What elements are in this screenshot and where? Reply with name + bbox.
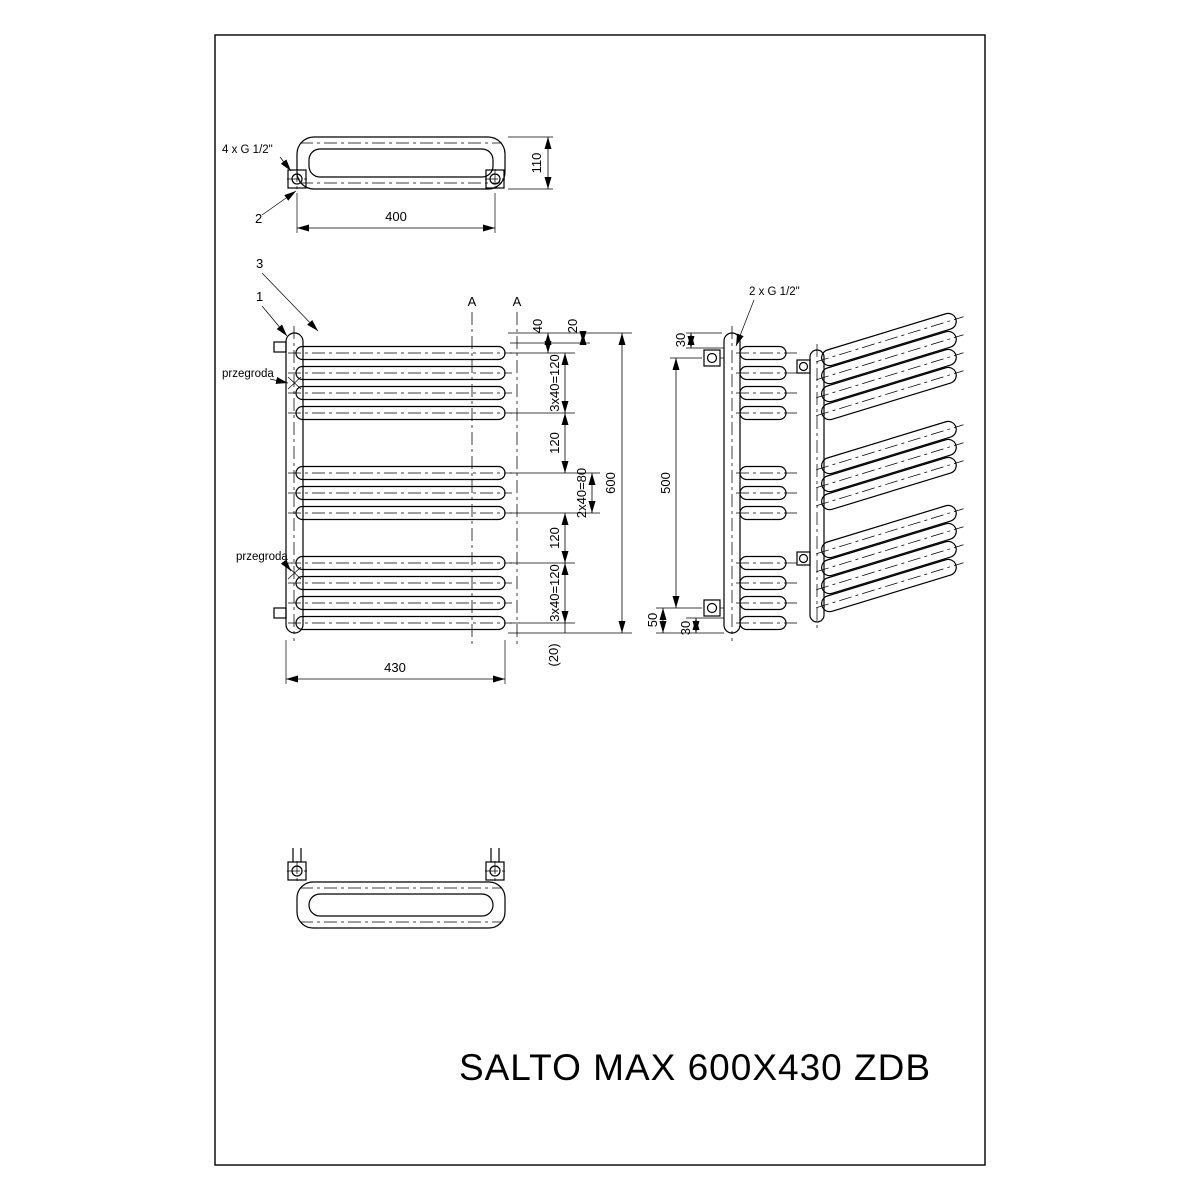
dim-40: 40 xyxy=(530,319,545,333)
dim-400: 400 xyxy=(385,209,407,224)
connection-stub xyxy=(273,341,287,353)
bracket-hole xyxy=(706,602,718,614)
iso-tube-row xyxy=(816,438,964,493)
sheet-border xyxy=(214,34,986,1166)
towel-bar-inner xyxy=(308,148,494,178)
towel-bar-outer xyxy=(296,136,506,190)
top-view: 400 110 4 x G 1/2" 2 xyxy=(222,136,553,233)
dim-30-top: 30 xyxy=(673,333,688,347)
centerline xyxy=(816,316,964,363)
dim-3x40-bottom: 3x40=120 xyxy=(547,564,562,621)
bracket-hole xyxy=(798,553,809,564)
dim-3x40-top: 3x40=120 xyxy=(547,354,562,411)
centerline xyxy=(816,424,964,471)
partition-mark xyxy=(287,376,302,390)
iso-tube-row xyxy=(816,456,964,511)
partition-label: przegroda xyxy=(236,551,288,563)
bracket xyxy=(796,551,811,566)
bracket xyxy=(703,349,721,367)
partition-mark xyxy=(287,566,302,580)
connection-stub xyxy=(273,607,287,619)
iso-tube-row xyxy=(816,420,964,475)
dim-20: 20 xyxy=(565,319,580,333)
iso-tube-row xyxy=(816,504,964,559)
centerline xyxy=(816,544,964,591)
centerline xyxy=(816,508,964,555)
dim-30-bottom: 30 xyxy=(678,621,693,635)
iso-tube-row xyxy=(816,366,964,421)
towel-bar-outer xyxy=(296,881,506,929)
part-number-3: 3 xyxy=(256,256,263,271)
bracket xyxy=(796,359,811,374)
leader-line xyxy=(261,305,288,337)
leader-line xyxy=(735,299,755,347)
leader-line xyxy=(280,559,292,572)
towel-bar-inner xyxy=(308,893,494,917)
centerline xyxy=(816,334,964,381)
leader-line xyxy=(269,376,289,384)
side-view: 2 x G 1/2" 30 500 50 30 xyxy=(645,286,800,641)
front-view: A A 3 1 przegroda przegroda 40 20 3x40=1… xyxy=(222,256,632,684)
isometric-view xyxy=(796,312,964,628)
drawing-title: SALTO MAX 600X430 ZDB xyxy=(459,1047,931,1088)
dim-500: 500 xyxy=(658,472,673,494)
bracket-hole xyxy=(706,352,718,364)
partition-label: przegroda xyxy=(222,368,274,380)
collector xyxy=(285,332,304,634)
dim-430: 430 xyxy=(384,660,406,675)
section-mark-a: A xyxy=(513,294,522,309)
centerline xyxy=(816,562,964,609)
centerline xyxy=(816,526,964,573)
centerline xyxy=(816,460,964,507)
part-number-1: 1 xyxy=(256,289,263,304)
dim-120-upper: 120 xyxy=(547,432,562,454)
centerline xyxy=(816,352,964,399)
connection-label: 4 x G 1/2" xyxy=(222,144,273,156)
part-number-2: 2 xyxy=(255,211,262,226)
dim-2x40: 2x40=80 xyxy=(574,468,589,518)
centerline xyxy=(816,370,964,417)
dim-120-lower: 120 xyxy=(547,527,562,549)
iso-tube-row xyxy=(816,330,964,385)
connection-label: 2 x G 1/2" xyxy=(749,286,800,298)
section-mark-a: A xyxy=(468,294,477,309)
iso-tube-row xyxy=(816,540,964,595)
bracket-hole xyxy=(798,361,809,372)
bottom-view xyxy=(287,848,506,929)
dim-50: 50 xyxy=(645,613,660,627)
leader-line xyxy=(261,272,319,332)
iso-tube-row xyxy=(816,558,964,613)
iso-tube-row xyxy=(816,312,964,367)
dim-110: 110 xyxy=(529,153,544,174)
leader-line xyxy=(279,156,292,172)
dim-600: 600 xyxy=(603,472,618,494)
bracket xyxy=(703,599,721,617)
centerline xyxy=(816,442,964,489)
iso-tube-row xyxy=(816,348,964,403)
iso-tube-row xyxy=(816,522,964,577)
leader-line xyxy=(261,190,297,216)
dim-20-offset: (20) xyxy=(546,643,561,666)
